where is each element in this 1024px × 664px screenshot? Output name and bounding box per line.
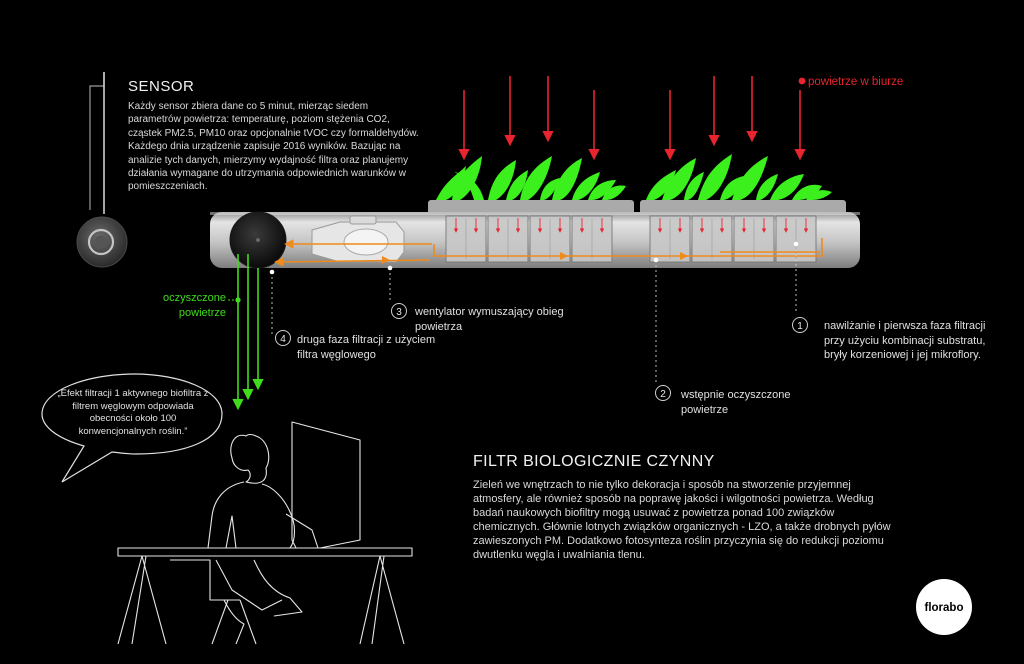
filter-title: FILTR BIOLOGICZNIE CZYNNY (473, 453, 715, 470)
plants (436, 154, 832, 200)
speech-bubble (41, 373, 223, 483)
step-3-badge (391, 303, 407, 319)
sensor-device (76, 72, 128, 268)
florabo-logo (916, 579, 972, 635)
step-2-badge (655, 385, 671, 401)
biofilter-unit (210, 200, 860, 269)
step-4-number: 4 (280, 334, 286, 345)
step-4-badge (275, 330, 291, 346)
step-3-number: 3 (396, 307, 402, 318)
office-air-arrows (458, 76, 806, 161)
legend-dot (798, 77, 806, 85)
office-air-label: powietrze w biurze (808, 76, 904, 88)
step-1-number: 1 (797, 321, 803, 332)
filter-description: Zieleń we wnętrzach to nie tylko dekorac… (473, 479, 891, 562)
sensor-description: Każdy sensor zbiera dane co 5 minut, mie… (128, 101, 419, 193)
step-1-badge (792, 317, 808, 333)
step-1-label: nawilżanie i pierwsza faza filtracji prz… (824, 320, 986, 361)
clean-air-label: oczyszczone powietrze (163, 292, 226, 319)
quote-text: „Efekt filtracji 1 aktywnego biofiltra z… (57, 388, 209, 437)
step-4-label: druga faza filtracji z użyciem filtra wę… (297, 334, 436, 361)
sensor-title: SENSOR (128, 78, 195, 95)
step-2-label: wstępnie oczyszczone powietrze (681, 389, 791, 416)
clean-air-arrows (228, 254, 264, 411)
step-2-number: 2 (660, 389, 666, 400)
brand-logo-text: florabo (924, 602, 964, 614)
step-3-label: wentylator wymuszający obieg powietrza (415, 306, 564, 333)
person-at-desk-illustration (117, 421, 413, 645)
fan-icon (311, 215, 405, 263)
